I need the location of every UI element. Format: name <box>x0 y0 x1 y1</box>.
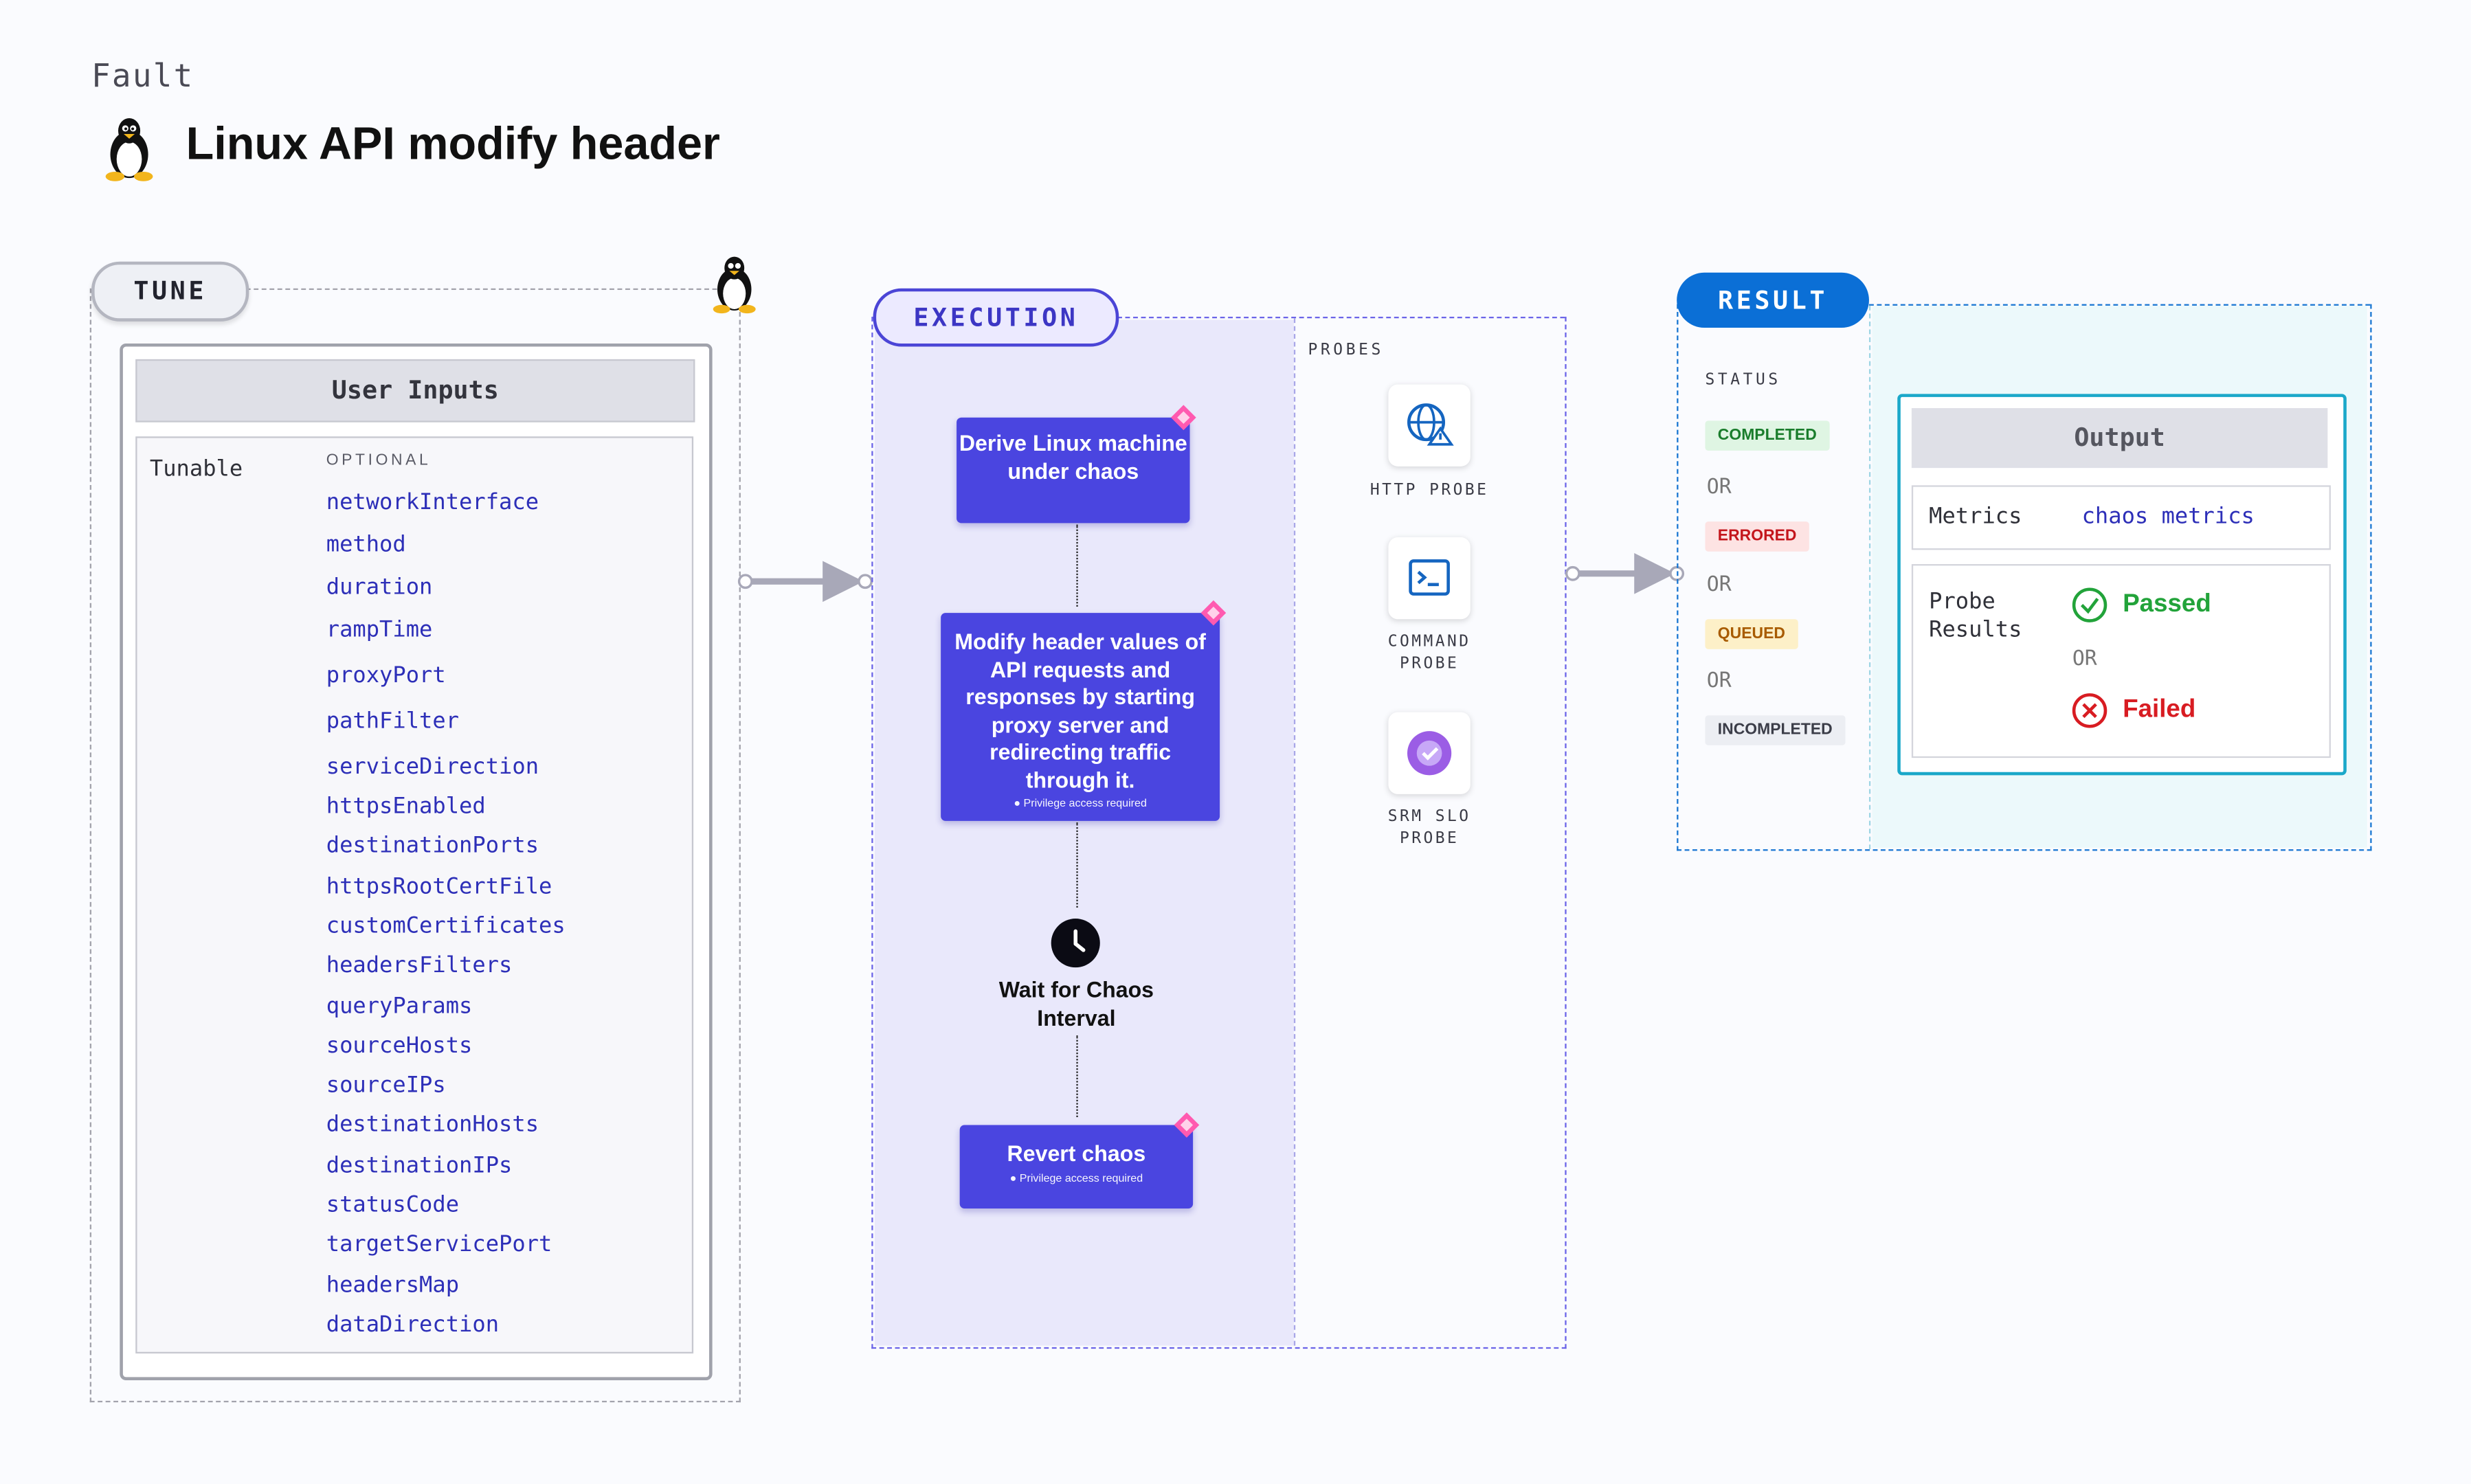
execution-pill: EXECUTION <box>873 288 1119 347</box>
linux-tux-icon <box>713 256 756 314</box>
linux-tux-icon <box>105 118 153 181</box>
globe-warning-icon <box>1407 403 1454 446</box>
tune-pill: TUNE <box>91 261 249 322</box>
tune-frame <box>89 288 741 1403</box>
param-item: httpsEnabled <box>326 794 486 820</box>
connector-line <box>1076 822 1078 908</box>
privilege-note: ● Privilege access required <box>1014 798 1147 810</box>
param-item: duration <box>326 575 433 600</box>
command-probe-card <box>1388 537 1471 620</box>
param-item: destinationPorts <box>326 833 539 859</box>
step-revert-label: Revert chaos <box>1007 1140 1146 1167</box>
privilege-note: ● Privilege access required <box>1009 1173 1143 1184</box>
or-label: OR <box>1706 669 1732 694</box>
param-item: customCertificates <box>326 914 566 939</box>
param-item: dataDirection <box>326 1312 500 1338</box>
or-label: OR <box>2072 647 2097 671</box>
user-inputs-body <box>135 436 694 1354</box>
srm-gauge-icon <box>1407 731 1452 776</box>
param-item: sourceIPs <box>326 1072 446 1099</box>
chaos-badge-icon <box>1200 600 1227 626</box>
param-item: headersFilters <box>326 953 513 979</box>
param-item: destinationIPs <box>326 1153 513 1179</box>
result-pill: RESULT <box>1677 272 1869 328</box>
status-badge-errored: ERRORED <box>1705 521 1809 552</box>
param-item: proxyPort <box>326 663 446 689</box>
probes-label: PROBES <box>1308 341 1384 359</box>
http-probe-card <box>1388 384 1471 466</box>
step-modify-header: Modify header values of API requests and… <box>941 613 1220 821</box>
chaos-badge-icon <box>1174 1112 1200 1138</box>
user-inputs-title: User Inputs <box>135 359 695 423</box>
metrics-row: Metrics chaos metrics <box>1911 485 2331 550</box>
metrics-value: chaos metrics <box>2081 504 2255 530</box>
x-circle-icon <box>2072 693 2107 728</box>
param-item: sourceHosts <box>326 1033 473 1059</box>
output-title: Output <box>1911 407 2328 469</box>
flow-arrow-icon <box>1565 552 1685 594</box>
chaos-badge-icon <box>1170 405 1196 431</box>
execution-divider <box>1293 318 1296 1346</box>
srm-slo-probe-label: SRM SLO PROBE <box>1387 808 1471 848</box>
or-label: OR <box>1706 475 1732 500</box>
param-item: networkInterface <box>326 490 539 515</box>
param-item: httpsRootCertFile <box>326 874 552 900</box>
param-item: destinationHosts <box>326 1112 539 1138</box>
command-probe-label: COMMAND PROBE <box>1387 633 1471 673</box>
category-label: Fault <box>91 56 194 95</box>
param-item: method <box>326 532 406 558</box>
tune-frame-top <box>245 288 725 290</box>
param-item: pathFilter <box>326 709 460 734</box>
execution-frame-top <box>1117 316 1565 319</box>
failed-label: Failed <box>2123 696 2196 723</box>
status-badge-completed: COMPLETED <box>1705 420 1830 451</box>
probe-results-label: Probe Results <box>1929 589 2022 643</box>
optional-label: OPTIONAL <box>326 452 432 470</box>
metrics-label: Metrics <box>1929 504 2022 530</box>
check-circle-icon <box>2072 587 2107 622</box>
srm-slo-probe-card <box>1388 712 1471 794</box>
result-divider <box>1868 305 1871 850</box>
tunable-label: Tunable <box>149 457 243 482</box>
status-badge-queued: QUEUED <box>1705 619 1798 649</box>
http-probe-label: HTTP PROBE <box>1369 482 1489 500</box>
clock-icon <box>1051 919 1100 968</box>
or-label: OR <box>1706 573 1732 598</box>
connector-line <box>1076 524 1078 607</box>
param-item: rampTime <box>326 618 433 643</box>
step-derive-machine: Derive Linux machine under chaos <box>957 417 1190 524</box>
lock-icon: ● <box>1014 798 1024 810</box>
step-modify-label: Modify header values of API requests and… <box>954 629 1206 792</box>
result-frame-top <box>1868 304 2371 306</box>
param-item: headersMap <box>326 1273 460 1298</box>
wait-step-label: Wait for Chaos Interval <box>998 976 1154 1031</box>
page-title: Linux API modify header <box>186 120 720 170</box>
lock-icon: ● <box>1009 1173 1020 1184</box>
param-item: statusCode <box>326 1193 460 1218</box>
result-frame <box>1677 304 2372 851</box>
step-revert-chaos: Revert chaos ● Privilege access required <box>959 1125 1194 1209</box>
terminal-icon <box>1409 559 1450 596</box>
passed-label: Passed <box>2123 591 2211 618</box>
param-item: targetServicePort <box>326 1232 552 1258</box>
execution-frame <box>871 316 1567 1349</box>
status-badge-incompleted: INCOMPLETED <box>1705 715 1846 745</box>
connector-line <box>1076 1035 1078 1118</box>
probe-results-row: Probe Results Passed OR Failed <box>1911 564 2331 758</box>
flow-arrow-icon <box>737 561 873 603</box>
step-derive-label: Derive Linux machine under chaos <box>959 430 1187 483</box>
param-item: queryParams <box>326 994 473 1020</box>
param-item: serviceDirection <box>326 754 539 780</box>
status-label: STATUS <box>1705 372 1781 390</box>
